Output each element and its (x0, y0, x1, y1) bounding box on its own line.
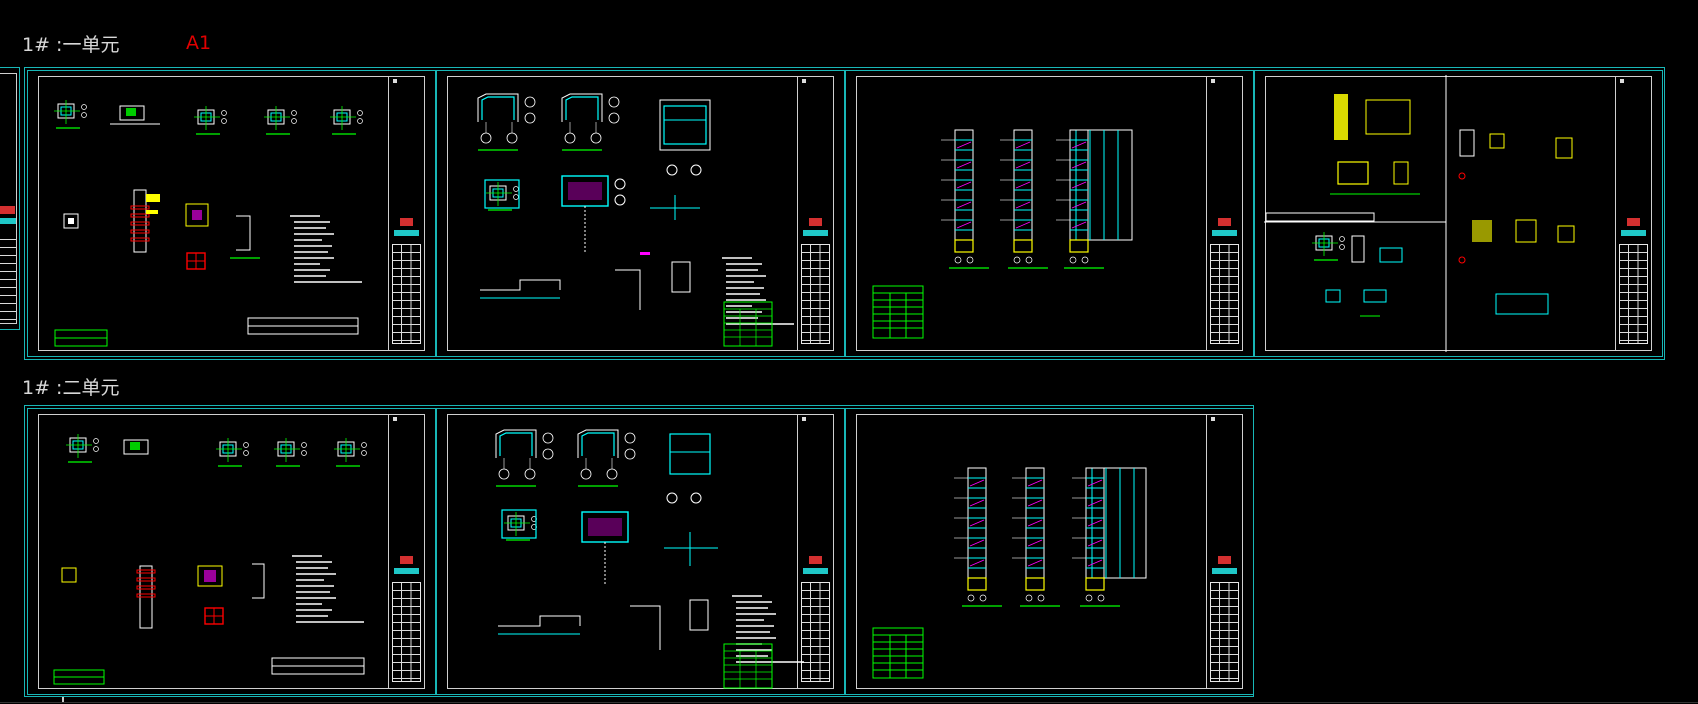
sheet-border (856, 76, 1243, 351)
canvas-bottom-edge (0, 702, 1698, 703)
sheet-border (38, 414, 425, 689)
title-block (797, 415, 833, 688)
sheet-border (856, 414, 1243, 689)
drawing-sheet-r2-s3[interactable] (845, 408, 1254, 695)
title-block-red (0, 206, 15, 214)
title-block (1206, 415, 1242, 688)
sheet-r1-s2-content (477, 93, 795, 347)
row-1-frame (24, 67, 1665, 360)
row-1-tag: A1 (186, 32, 212, 54)
sheet-r1-s1-content (53, 99, 364, 347)
sheet-r2-s3-content (872, 467, 1147, 679)
sheet-border (447, 76, 834, 351)
drawing-sheet-r2-s2[interactable] (436, 408, 845, 695)
sheet-border (0, 73, 17, 324)
row-1-label: 1# :一单元 (22, 34, 120, 56)
title-block (1615, 77, 1651, 350)
crosshair-cursor-icon (62, 697, 64, 702)
drawing-sheet-r1-s1[interactable] (27, 70, 436, 357)
title-block (388, 415, 424, 688)
drawing-sheet-partial[interactable] (0, 67, 20, 330)
drawing-sheet-r1-s3[interactable] (845, 70, 1254, 357)
title-block-table (0, 232, 16, 321)
drawing-sheet-r1-s2[interactable] (436, 70, 845, 357)
sheet-r1-s3-content (872, 129, 1133, 339)
title-block-cyan (0, 218, 16, 224)
title-block (388, 77, 424, 350)
title-block (1206, 77, 1242, 350)
sheet-border (447, 414, 834, 689)
title-block (797, 77, 833, 350)
sheet-r2-s2-content (495, 429, 805, 689)
sheet-r1-s4-content (1264, 75, 1575, 352)
drawing-sheet-r2-s1[interactable] (27, 408, 436, 695)
sheet-r2-s1-content (53, 433, 368, 685)
row-2-label: 1# :二单元 (22, 377, 120, 399)
sheet-border (38, 76, 425, 351)
